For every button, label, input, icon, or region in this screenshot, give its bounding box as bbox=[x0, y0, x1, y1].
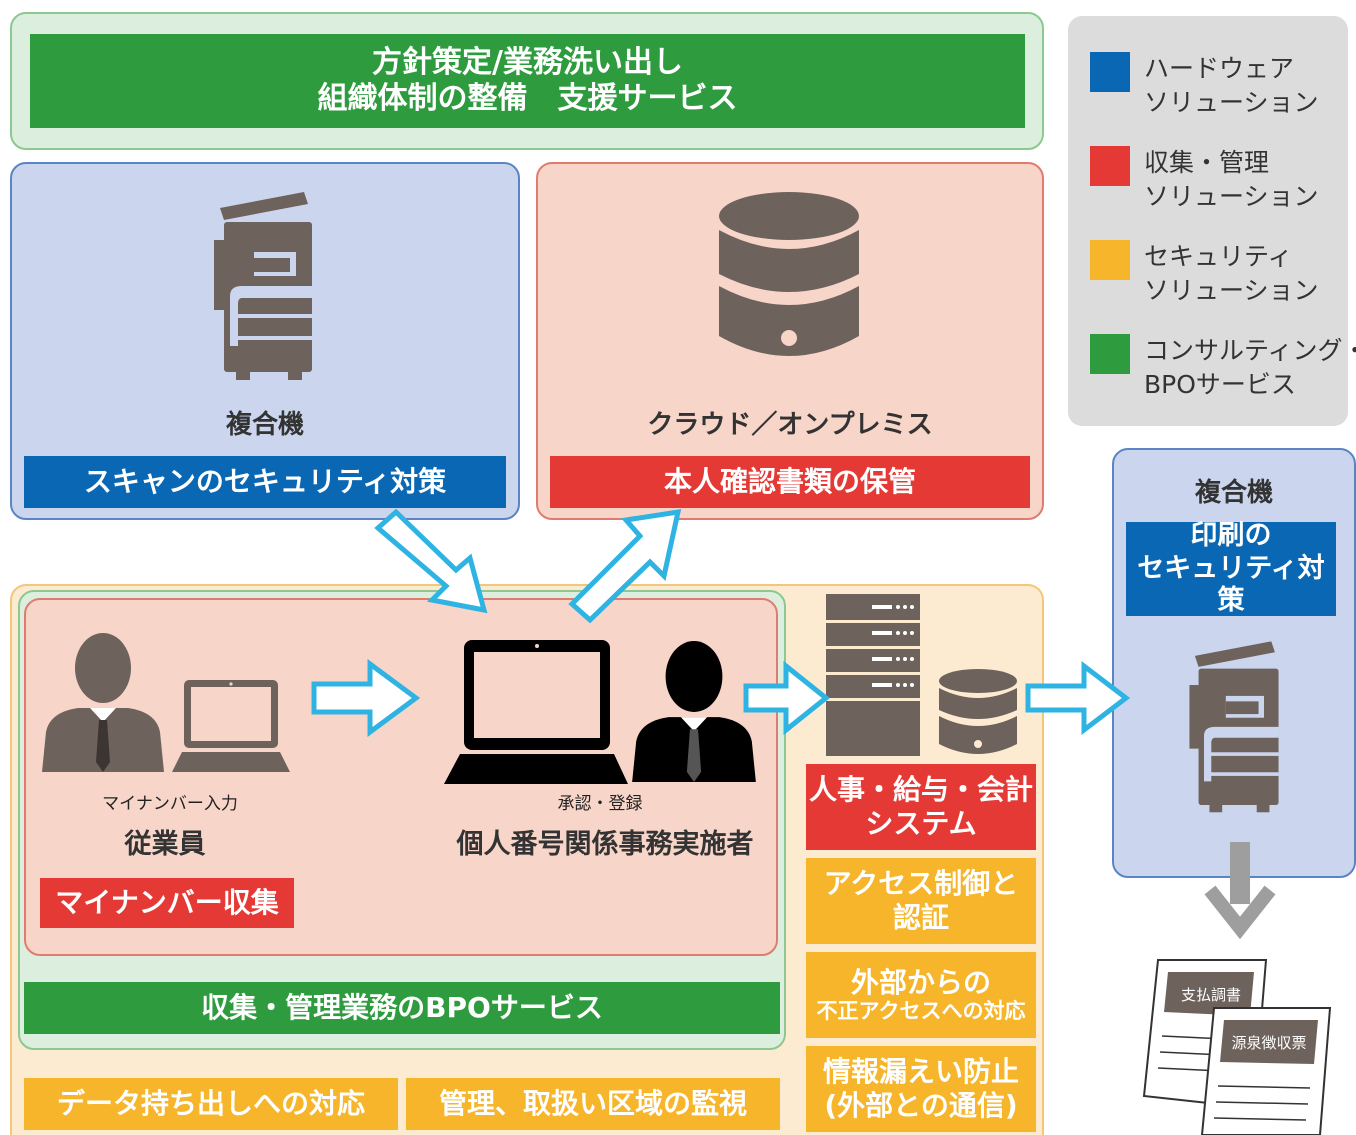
server-icon bbox=[826, 594, 920, 756]
consulting-banner: 方針策定/業務洗い出し 組織体制の整備 支援サービス bbox=[30, 34, 1025, 128]
officer-person-icon bbox=[632, 641, 756, 782]
withholding-slip-label: 源泉徴収票 bbox=[1231, 1034, 1307, 1052]
mynumber-input-caption: マイナンバー入力 bbox=[102, 794, 238, 814]
arrow-up-right-icon bbox=[568, 508, 682, 624]
employee-person-icon bbox=[42, 633, 164, 772]
access-control-bar: アクセス制御と 認証 bbox=[806, 858, 1036, 944]
legend-line2: ソリューション bbox=[1144, 181, 1319, 211]
legend-swatch-consulting bbox=[1090, 334, 1130, 374]
database-icon bbox=[719, 192, 859, 356]
legend-swatch-hardware bbox=[1090, 52, 1130, 92]
scan-security-bar: スキャンのセキュリティ対策 bbox=[24, 456, 506, 508]
leak-prevention-bar: 情報漏えい防止 (外部との通信) bbox=[806, 1046, 1036, 1132]
payment-report-label: 支払調書 bbox=[1180, 986, 1241, 1004]
legend-item-security: セキュリティソリューション bbox=[1090, 240, 1319, 308]
withholding-slip-document-icon bbox=[1200, 1007, 1332, 1135]
area-monitoring-bar: 管理、取扱い区域の監視 bbox=[406, 1078, 780, 1130]
id-document-storage-bar: 本人確認書類の保管 bbox=[550, 456, 1030, 508]
hr-system-line2: システム bbox=[865, 807, 977, 840]
mfp-print-panel bbox=[1112, 448, 1356, 878]
access-control-line2: 認証 bbox=[892, 901, 949, 934]
legend-item-hardware: ハードウェアソリューション bbox=[1090, 52, 1319, 120]
legend-line1: ハードウェア bbox=[1144, 54, 1295, 83]
hr-payroll-system-bar: 人事・給与・会計 システム bbox=[806, 764, 1036, 850]
bpo-service-bar: 収集・管理業務のBPOサービス bbox=[24, 982, 780, 1034]
down-arrow-icon bbox=[1204, 842, 1276, 940]
legend-swatch-collection bbox=[1090, 146, 1130, 186]
legend-panel: ハードウェアソリューション 収集・管理ソリューション セキュリティソリューション… bbox=[1068, 16, 1356, 426]
legend-line1: コンサルティング・ bbox=[1144, 336, 1356, 365]
legend-line2: ソリューション bbox=[1144, 275, 1319, 305]
leak-prevention-line1: 情報漏えい防止 bbox=[822, 1055, 1019, 1089]
legend-item-collection: 収集・管理ソリューション bbox=[1090, 146, 1319, 214]
employee-label: 従業員 bbox=[124, 829, 206, 860]
arrow-right-icon bbox=[1025, 660, 1131, 736]
approval-registration-caption: 承認・登録 bbox=[557, 794, 643, 814]
print-security-line1: 印刷の bbox=[1190, 520, 1272, 552]
legend-line1: セキュリティ bbox=[1144, 242, 1293, 271]
data-takeout-bar: データ持ち出しへの対応 bbox=[24, 1078, 398, 1130]
hr-system-line1: 人事・給与・会計 bbox=[808, 773, 1033, 807]
mfp-scan-label: 複合機 bbox=[225, 410, 304, 440]
officer-label: 個人番号関係事務実施者 bbox=[456, 829, 754, 860]
mfp-print-icon bbox=[1189, 641, 1279, 813]
external-access-line1: 外部からの bbox=[850, 965, 991, 999]
arrow-right-icon bbox=[743, 660, 831, 736]
system-database-icon bbox=[939, 669, 1017, 754]
legend-line1: 収集・管理 bbox=[1144, 148, 1270, 177]
officer-laptop-icon bbox=[444, 640, 628, 784]
consulting-banner-line2: 組織体制の整備 支援サービス bbox=[317, 81, 738, 116]
arrow-down-right-icon bbox=[374, 508, 488, 614]
print-security-line2: セキュリティ対策 bbox=[1137, 552, 1325, 617]
legend-line2: ソリューション bbox=[1144, 87, 1319, 117]
print-security-bar: 印刷の セキュリティ対策 bbox=[1126, 520, 1336, 617]
laptop-icon bbox=[172, 680, 290, 772]
access-control-line1: アクセス制御と bbox=[823, 867, 1019, 901]
mynumber-collection-bar: マイナンバー収集 bbox=[40, 878, 294, 928]
external-access-bar: 外部からの 不正アクセスへの対応 bbox=[806, 952, 1036, 1038]
legend-swatch-security bbox=[1090, 240, 1130, 280]
arrow-right-icon bbox=[311, 659, 421, 737]
legend-item-consulting: コンサルティング・ BPOサービス bbox=[1090, 334, 1356, 402]
leak-prevention-line2: (外部との通信) bbox=[824, 1089, 1018, 1122]
consulting-banner-line1: 方針策定/業務洗い出し bbox=[372, 45, 683, 80]
external-access-line2: 不正アクセスへの対応 bbox=[816, 999, 1026, 1024]
legend-line2: BPOサービス bbox=[1144, 369, 1296, 399]
mfp-print-label: 複合機 bbox=[1194, 478, 1273, 508]
mfp-icon bbox=[214, 192, 312, 380]
cloud-label: クラウド／オンプレミス bbox=[647, 410, 933, 440]
